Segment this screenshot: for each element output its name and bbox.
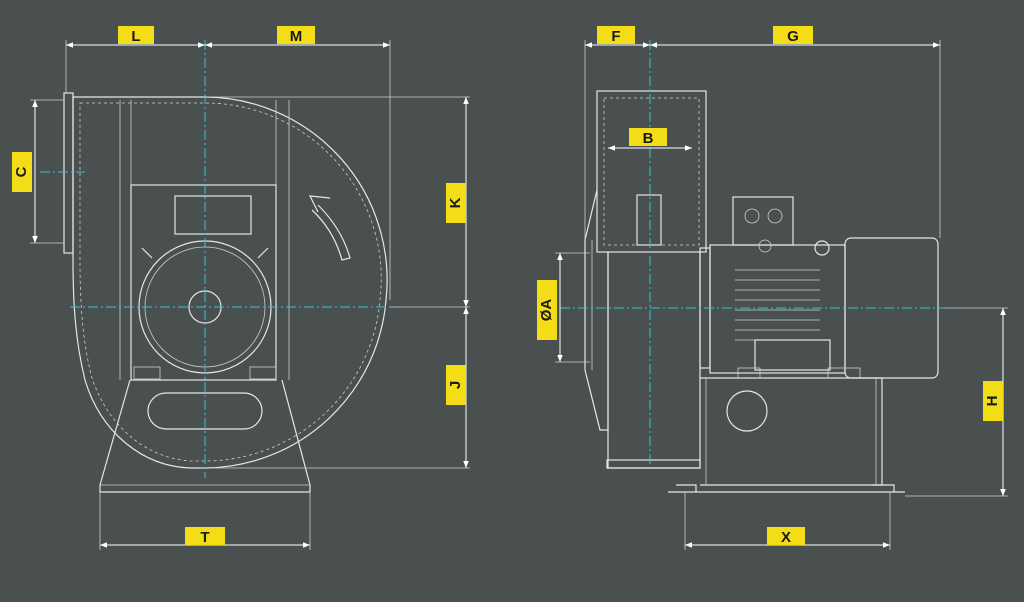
label-G: G xyxy=(773,26,813,45)
svg-text:C: C xyxy=(13,166,30,177)
scroll-housing-inner xyxy=(79,102,382,462)
svg-text:B: B xyxy=(643,130,654,147)
side-view xyxy=(560,40,945,493)
motor-frame xyxy=(130,184,277,381)
svg-text:J: J xyxy=(447,381,464,389)
label-C: C xyxy=(12,152,32,192)
svg-text:G: G xyxy=(787,28,799,45)
motor-side-body xyxy=(709,244,846,374)
base-frame xyxy=(700,377,883,486)
front-dimensions: L M C K J T xyxy=(12,26,470,550)
front-view xyxy=(40,40,395,493)
label-B: B xyxy=(629,128,667,147)
label-H: H xyxy=(983,381,1003,421)
svg-text:T: T xyxy=(200,529,209,546)
svg-text:F: F xyxy=(611,28,620,45)
label-T: T xyxy=(185,527,225,546)
rotation-arrow xyxy=(308,195,351,261)
svg-text:M: M xyxy=(290,28,303,45)
label-M: M xyxy=(277,26,315,45)
label-K: K xyxy=(446,183,466,223)
label-J: J xyxy=(446,365,466,405)
pedestal-slot xyxy=(147,392,263,430)
svg-text:X: X xyxy=(781,529,791,546)
scroll-housing xyxy=(72,96,388,469)
terminal-box-side xyxy=(732,196,794,246)
svg-text:H: H xyxy=(984,396,1001,407)
pedestal xyxy=(99,379,311,493)
housing-side xyxy=(607,252,701,469)
side-dimensions: F G B ØA H X xyxy=(537,26,1008,550)
label-X: X xyxy=(767,527,805,546)
label-L: L xyxy=(118,26,154,45)
base-hole xyxy=(726,390,768,432)
svg-text:K: K xyxy=(447,197,464,208)
outlet-flange xyxy=(596,90,707,253)
inlet-flange xyxy=(63,92,74,254)
label-F: F xyxy=(597,26,635,45)
terminal-box xyxy=(174,195,252,235)
svg-text:ØA: ØA xyxy=(538,299,555,322)
svg-text:L: L xyxy=(131,28,140,45)
label-A: ØA xyxy=(537,280,557,340)
